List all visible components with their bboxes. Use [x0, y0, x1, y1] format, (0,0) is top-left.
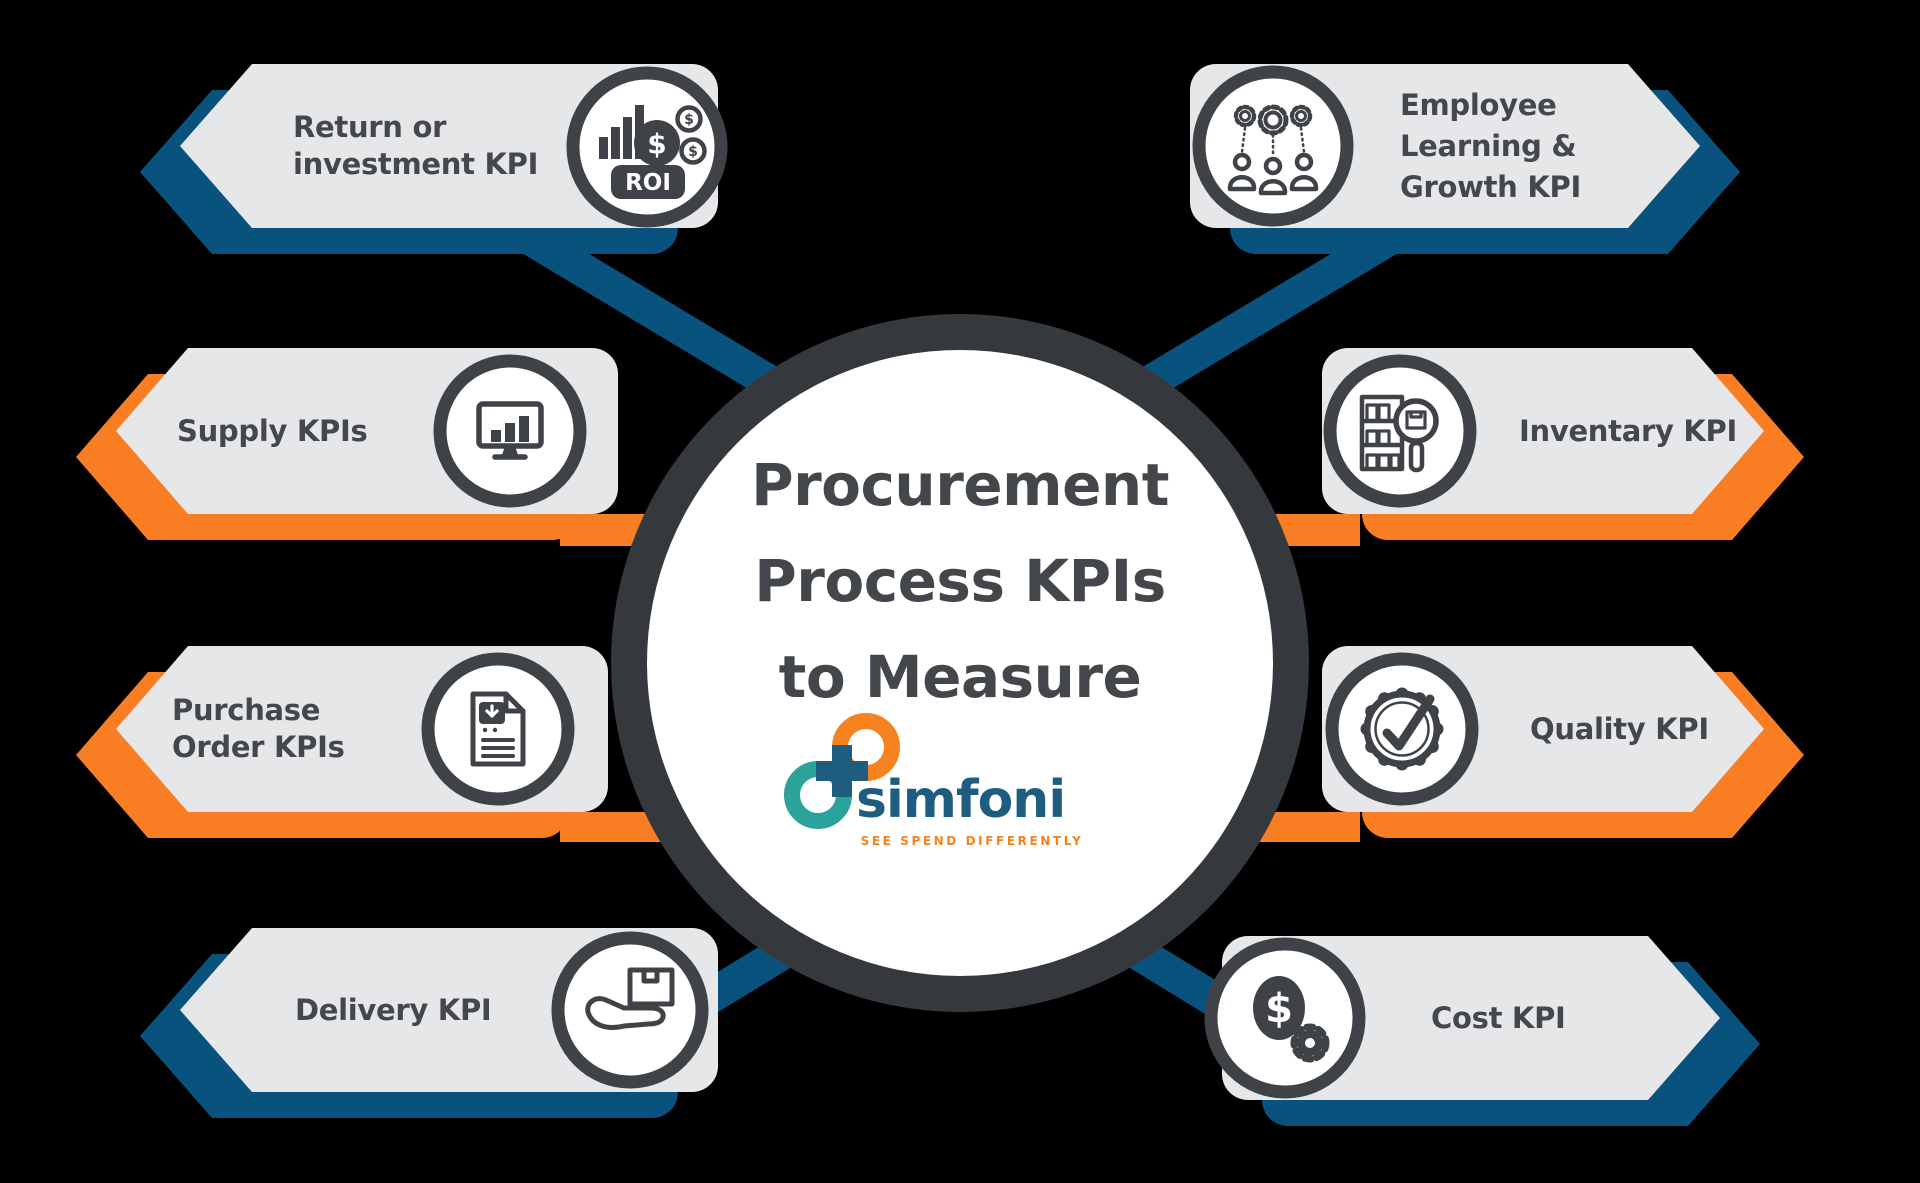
- hand-box-icon: [551, 931, 709, 1089]
- label-line: Employee: [1400, 88, 1557, 122]
- banner-label-delivery: Delivery KPI: [295, 993, 492, 1027]
- ribbon-top-right: [1084, 240, 1420, 402]
- simfoni-wordmark: simfoni: [856, 770, 1066, 830]
- banner-label-return: Return or investment KPI: [293, 109, 538, 183]
- banner-label-cost: Cost KPI: [1431, 1001, 1566, 1035]
- title-line: to Measure: [778, 643, 1142, 711]
- ribbon-top-left: [500, 240, 836, 402]
- label-line: Purchase: [172, 693, 321, 727]
- people-gears-icon: [1192, 65, 1354, 227]
- banner-label-supply: Supply KPIs: [177, 414, 368, 448]
- shelf-magnifier-icon: [1323, 354, 1477, 508]
- coin-dollar-glyph: $: [647, 128, 666, 161]
- banner-label-purchase: Purchase Order KPIs: [172, 692, 345, 766]
- monitor-chart-icon: [433, 354, 587, 508]
- simfoni-logo-mark: [784, 713, 900, 829]
- title-line: Procurement: [751, 451, 1169, 519]
- badge-check-icon: [1325, 652, 1479, 806]
- coin-dollar-glyph: $: [684, 112, 694, 128]
- roi-badge-label: ROI: [625, 170, 671, 196]
- page-title: Procurement Process KPIs to Measure: [610, 437, 1310, 725]
- plus-icon: [816, 745, 868, 797]
- label-line: investment KPI: [293, 147, 539, 181]
- label-line: Learning &: [1400, 129, 1577, 163]
- coin-dollar-glyph: $: [1265, 986, 1293, 1032]
- label-line: Order KPIs: [172, 730, 345, 764]
- roi-icon: $ $ $ ROI: [566, 66, 728, 228]
- coin-dollar-glyph: $: [688, 144, 698, 160]
- simfoni-tagline: SEE SPEND DIFFERENTLY: [860, 834, 1084, 848]
- label-line: Return or: [293, 110, 447, 144]
- label-line: Growth KPI: [1400, 170, 1581, 204]
- banner-label-quality: Quality KPI: [1530, 712, 1709, 746]
- center-circle: [611, 314, 1309, 1012]
- banner-label-employee: Employee Learning & Growth KPI: [1400, 85, 1581, 208]
- dollar-gear-icon: $: [1204, 937, 1366, 1099]
- banner-label-inventory: Inventary KPI: [1519, 414, 1738, 448]
- purchase-document-icon: [421, 652, 575, 806]
- title-line: Process KPIs: [754, 547, 1166, 615]
